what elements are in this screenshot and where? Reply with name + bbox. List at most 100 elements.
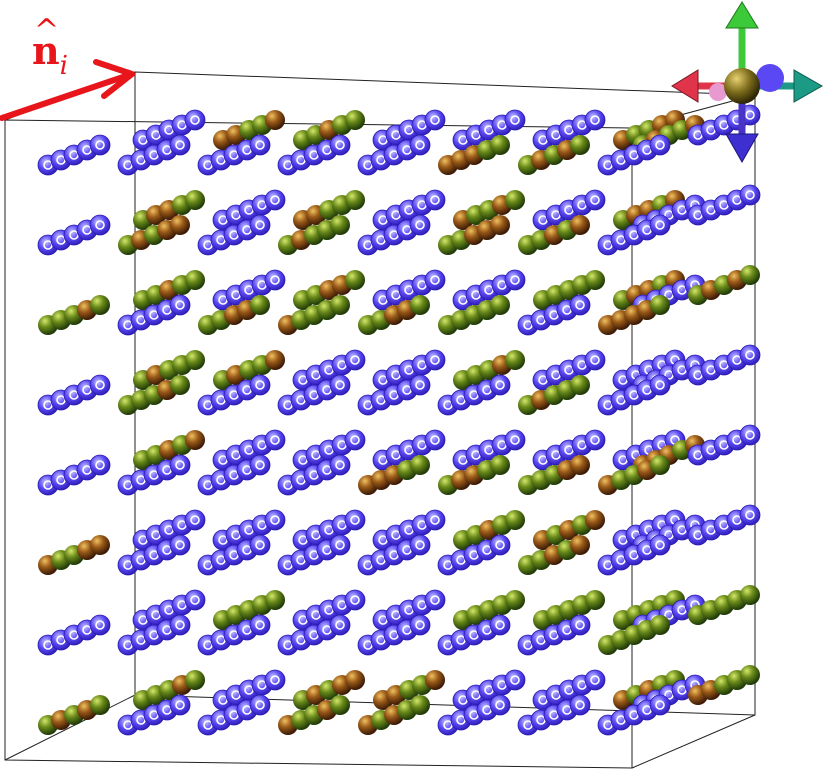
in-plane-spin-chain (532, 109, 606, 151)
out-of-plane-spin-chain (453, 510, 525, 550)
in-plane-spin-chain (292, 509, 366, 551)
in-plane-spin-chain (117, 534, 191, 576)
in-plane-spin-chain (597, 214, 671, 256)
x-axis-arrow-icon (793, 69, 824, 103)
in-plane-spin-chain (357, 214, 431, 256)
in-plane-spin-chain (37, 134, 111, 176)
minus-x-arrow-icon (671, 69, 699, 103)
in-plane-spin-chain (357, 614, 431, 656)
out-of-plane-spin-chain (118, 215, 190, 255)
out-of-plane-spin-chain (518, 215, 590, 255)
in-plane-spin-chain (292, 589, 366, 631)
out-of-plane-spin-chain (38, 695, 110, 735)
out-of-plane-spin-chain (518, 535, 590, 575)
in-plane-spin-chain (517, 294, 591, 336)
in-plane-spin-chain (437, 534, 511, 576)
in-plane-spin-chain (532, 349, 606, 391)
in-plane-spin-chain (197, 614, 271, 656)
in-plane-spin-chain (37, 614, 111, 656)
out-of-plane-spin-chain (213, 590, 285, 630)
n-hat-label: ^ni (32, 13, 68, 81)
in-plane-spin-chain (277, 614, 351, 656)
out-of-plane-spin-chain (438, 135, 510, 175)
in-plane-spin-chain (517, 614, 591, 656)
in-plane-spin-chain (277, 134, 351, 176)
in-plane-spin-chain (597, 134, 671, 176)
in-plane-spin-chain (597, 374, 671, 416)
in-plane-spin-chain (277, 534, 351, 576)
in-plane-spin-chain (532, 429, 606, 471)
n-hat-arrow (0, 59, 135, 121)
out-of-plane-spin-chain (38, 295, 110, 335)
in-plane-spin-chain (687, 184, 761, 226)
in-plane-spin-chain (517, 694, 591, 736)
out-of-plane-spin-chain (198, 295, 270, 335)
out-of-plane-spin-chain (438, 455, 510, 495)
in-plane-spin-chain (197, 134, 271, 176)
out-of-plane-spin-chain (38, 535, 110, 575)
in-plane-spin-chain (452, 109, 526, 151)
out-of-plane-spin-chain (688, 585, 760, 625)
in-plane-spin-chain (437, 614, 511, 656)
in-plane-spin-chain (372, 349, 446, 391)
in-plane-spin-chain (117, 454, 191, 496)
z-axis-arrow-icon (725, 133, 759, 164)
in-plane-spin-chain (372, 189, 446, 231)
out-of-plane-spin-chain (533, 590, 605, 630)
out-of-plane-spin-chain (598, 455, 670, 495)
out-of-plane-spin-chain (293, 190, 365, 230)
in-plane-spin-chain (212, 669, 286, 711)
in-plane-spin-chain (197, 454, 271, 496)
out-of-plane-spin-chain (453, 350, 525, 390)
in-plane-spin-chain (117, 614, 191, 656)
in-plane-spin-chain (452, 429, 526, 471)
out-of-plane-spin-chain (598, 615, 670, 655)
in-plane-spin-chain (292, 429, 366, 471)
vector-symbol: n (32, 28, 60, 73)
in-plane-spin-chain (357, 374, 431, 416)
box-edge (4, 694, 136, 761)
axis-triad (671, 1, 824, 164)
in-plane-spin-chain (132, 109, 206, 151)
in-plane-spin-chain (357, 134, 431, 176)
bounding-box (4, 71, 756, 769)
out-of-plane-spin-chain (533, 270, 605, 310)
in-plane-spin-chain (687, 424, 761, 466)
out-of-plane-spin-chain (213, 110, 285, 150)
out-of-plane-spin-chain (373, 670, 445, 710)
out-of-plane-spin-chain (293, 270, 365, 310)
in-plane-spin-chain (277, 374, 351, 416)
y-axis-arrow-icon (725, 1, 759, 29)
in-plane-spin-chain (372, 429, 446, 471)
in-plane-spin-chain (372, 589, 446, 631)
in-plane-spin-chain (197, 534, 271, 576)
in-plane-spin-chain (212, 429, 286, 471)
in-plane-spin-chain (117, 294, 191, 336)
in-plane-spin-chain (687, 504, 761, 546)
in-plane-spin-chain (117, 134, 191, 176)
out-of-plane-spin-chain (133, 270, 205, 310)
in-plane-spin-chain (452, 669, 526, 711)
out-of-plane-spin-chain (358, 455, 430, 495)
in-plane-spin-chain (357, 534, 431, 576)
out-of-plane-spin-chain (453, 190, 525, 230)
in-plane-spin-chain (597, 694, 671, 736)
out-of-plane-spin-chain (133, 190, 205, 230)
out-of-plane-spin-chain (518, 455, 590, 495)
out-of-plane-spin-chain (118, 375, 190, 415)
out-of-plane-spin-chain (358, 295, 430, 335)
in-plane-spin-chain (37, 454, 111, 496)
box-edge (631, 714, 756, 769)
out-of-plane-spin-chain (278, 215, 350, 255)
in-plane-spin-chain (597, 534, 671, 576)
in-plane-spin-chain (117, 694, 191, 736)
in-plane-spin-chain (197, 214, 271, 256)
in-plane-spin-chain (372, 109, 446, 151)
out-of-plane-spin-chain (278, 695, 350, 735)
in-plane-spin-chain (132, 589, 206, 631)
in-plane-spin-chain (212, 509, 286, 551)
out-of-plane-spin-chain (358, 695, 430, 735)
in-plane-spin-chain (612, 509, 686, 551)
out-of-plane-spin-chain (213, 350, 285, 390)
